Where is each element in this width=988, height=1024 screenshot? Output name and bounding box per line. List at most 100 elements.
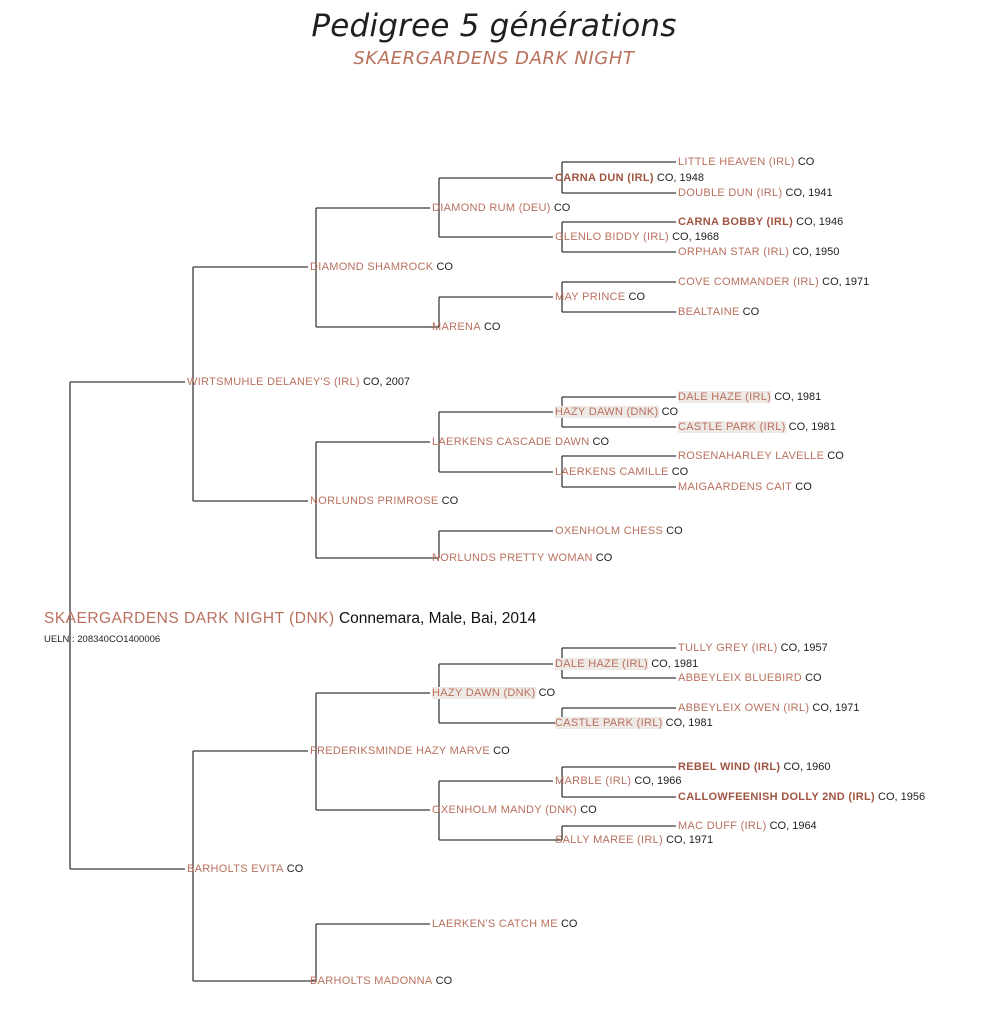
ancestor-detail: CO (666, 525, 683, 537)
ancestor-name: BARHOLTS EVITA (187, 863, 284, 875)
ancestor-detail: CO, 1966 (634, 775, 682, 787)
pedigree-node-g5j[interactable]: MAIGAARDENS CAIT CO (678, 480, 812, 494)
ancestor-detail: CO (493, 745, 510, 757)
ancestor-name: REBEL WIND (IRL) (678, 761, 781, 773)
ancestor-name: ABBEYLEIX BLUEBIRD (678, 672, 803, 684)
pedigree-node-g2dd[interactable]: BARHOLTS MADONNA CO (310, 974, 452, 988)
ancestor-detail: CO (661, 406, 679, 418)
pedigree-node-g1d[interactable]: BARHOLTS EVITA CO (187, 862, 303, 876)
ancestor-name: WIRTSMUHLE DELANEY'S (IRL) (187, 376, 360, 388)
ancestor-detail: CO (827, 450, 844, 462)
ancestor-detail: CO, 1946 (796, 216, 844, 228)
ancestor-name: LITTLE HEAVEN (IRL) (678, 156, 795, 168)
pedigree-node-g4e[interactable]: LAERKENS CAMILLE CO (555, 465, 688, 479)
pedigree-node-g4b[interactable]: GLENLO BIDDY (IRL) CO, 1968 (555, 230, 719, 244)
ancestor-name: ROSENAHARLEY LAVELLE (678, 450, 825, 462)
ancestor-name: MARENA (432, 321, 481, 333)
pedigree-node-g3e[interactable]: HAZY DAWN (DNK) CO (432, 686, 555, 700)
ancestor-name: LAERKENS CAMILLE (555, 466, 669, 478)
pedigree-node-g5l[interactable]: ABBEYLEIX BLUEBIRD CO (678, 671, 822, 685)
ancestor-name: HAZY DAWN (DNK) (432, 687, 536, 699)
page-subtitle: SKAERGARDENS DARK NIGHT (353, 48, 635, 69)
ancestor-detail: CO, 1971 (812, 702, 860, 714)
ancestor-detail: CO, 1957 (780, 642, 828, 654)
pedigree-node-g5p[interactable]: MAC DUFF (IRL) CO, 1964 (678, 819, 817, 833)
pedigree-node-g2ss[interactable]: DIAMOND SHAMROCK CO (310, 260, 453, 274)
ancestor-detail: CO, 1981 (788, 421, 836, 433)
ancestor-name: BEALTAINE (678, 306, 740, 318)
ancestor-detail: CO (742, 306, 760, 318)
subject-horse[interactable]: SKAERGARDENS DARK NIGHT (DNK) Connemara,… (44, 609, 536, 629)
ancestor-name: OXENHOLM MANDY (DNK) (432, 804, 578, 816)
pedigree-node-g2sd[interactable]: NORLUNDS PRIMROSE CO (310, 494, 458, 508)
ancestor-name: TULLY GREY (IRL) (678, 642, 778, 654)
ancestor-detail: CO (795, 481, 812, 493)
ancestor-detail: CO, 1964 (769, 820, 817, 832)
pedigree-node-g4f[interactable]: OXENHOLM CHESS CO (555, 524, 683, 538)
ancestor-detail: CO, 1968 (672, 231, 720, 243)
pedigree-node-g5k[interactable]: TULLY GREY (IRL) CO, 1957 (678, 641, 828, 655)
ancestor-name: BARHOLTS MADONNA (310, 975, 433, 987)
ancestor-detail: CO (595, 552, 613, 564)
pedigree-node-g5n[interactable]: REBEL WIND (IRL) CO, 1960 (678, 760, 831, 774)
ancestor-detail: CO (592, 436, 610, 448)
ancestor-detail: CO, 1941 (785, 187, 833, 199)
pedigree-node-g4c[interactable]: MAY PRINCE CO (555, 290, 645, 304)
ancestor-name: CASTLE PARK (IRL) (555, 717, 663, 729)
pedigree-node-g5f[interactable]: BEALTAINE CO (678, 305, 759, 319)
pedigree-node-g4j[interactable]: SALLY MAREE (IRL) CO, 1971 (555, 833, 713, 847)
pedigree-node-g5b[interactable]: DOUBLE DUN (IRL) CO, 1941 (678, 186, 833, 200)
pedigree-node-g1s[interactable]: WIRTSMUHLE DELANEY'S (IRL) CO, 2007 (187, 375, 410, 389)
ancestor-name: OXENHOLM CHESS (555, 525, 664, 537)
pedigree-node-g3g[interactable]: LAERKEN'S CATCH ME CO (432, 917, 577, 931)
ancestor-name: DOUBLE DUN (IRL) (678, 187, 783, 199)
pedigree-node-g3b[interactable]: MARENA CO (432, 320, 500, 334)
ancestor-detail: CO, 1981 (665, 717, 713, 729)
ancestor-detail: CO (580, 804, 597, 816)
ancestor-detail: CO (797, 156, 815, 168)
pedigree-node-g3c[interactable]: LAERKENS CASCADE DAWN CO (432, 435, 609, 449)
pedigree-node-g2ds[interactable]: FREDERIKSMINDE HAZY MARVE CO (310, 744, 510, 758)
page-title: Pedigree 5 générations (311, 8, 677, 44)
pedigree-node-g5i[interactable]: ROSENAHARLEY LAVELLE CO (678, 449, 844, 463)
ancestor-name: FREDERIKSMINDE HAZY MARVE (310, 745, 491, 757)
ancestor-detail: CO (435, 975, 453, 987)
pedigree-node-g5o[interactable]: CALLOWFEENISH DOLLY 2ND (IRL) CO, 1956 (678, 790, 925, 804)
ancestor-name: MAY PRINCE (555, 291, 626, 303)
ancestor-detail: CO, 1948 (656, 172, 704, 184)
pedigree-node-g3f[interactable]: OXENHOLM MANDY (DNK) CO (432, 803, 597, 817)
pedigree-node-g4i[interactable]: MARBLE (IRL) CO, 1966 (555, 774, 682, 788)
ancestor-detail: CO (628, 291, 646, 303)
ancestor-name: GLENLO BIDDY (IRL) (555, 231, 670, 243)
pedigree-node-g5c[interactable]: CARNA BOBBY (IRL) CO, 1946 (678, 215, 843, 229)
pedigree-node-g5d[interactable]: ORPHAN STAR (IRL) CO, 1950 (678, 245, 839, 259)
ancestor-detail: CO (538, 687, 556, 699)
pedigree-node-g4h[interactable]: CASTLE PARK (IRL) CO, 1981 (555, 716, 713, 730)
ancestor-name: MAC DUFF (IRL) (678, 820, 767, 832)
ancestor-name: DALE HAZE (IRL) (678, 391, 772, 403)
ancestor-name: CALLOWFEENISH DOLLY 2ND (IRL) (678, 791, 875, 803)
ancestor-name: CARNA BOBBY (IRL) (678, 216, 794, 228)
pedigree-node-g4a[interactable]: CARNA DUN (IRL) CO, 1948 (555, 171, 704, 185)
pedigree-node-g4g[interactable]: DALE HAZE (IRL) CO, 1981 (555, 657, 698, 671)
ancestor-detail: CO (436, 261, 453, 273)
ancestor-detail: CO, 1960 (783, 761, 831, 773)
ancestor-name: CASTLE PARK (IRL) (678, 421, 786, 433)
pedigree-node-g5m[interactable]: ABBEYLEIX OWEN (IRL) CO, 1971 (678, 701, 859, 715)
ancestor-detail: CO, 1950 (792, 246, 840, 258)
ancestor-name: COVE COMMANDER (IRL) (678, 276, 820, 288)
pedigree-node-g5e[interactable]: COVE COMMANDER (IRL) CO, 1971 (678, 275, 869, 289)
ancestor-detail: CO (286, 863, 304, 875)
ancestor-detail: CO (805, 672, 822, 684)
pedigree-node-g4d[interactable]: HAZY DAWN (DNK) CO (555, 405, 678, 419)
pedigree-node-g3a[interactable]: DIAMOND RUM (DEU) CO (432, 201, 570, 215)
pedigree-node-g5a[interactable]: LITTLE HEAVEN (IRL) CO (678, 155, 814, 169)
pedigree-node-g5h[interactable]: CASTLE PARK (IRL) CO, 1981 (678, 420, 836, 434)
pedigree-node-g3d[interactable]: NORLUNDS PRETTY WOMAN CO (432, 551, 612, 565)
ancestor-detail: CO (441, 495, 459, 507)
subject-horse-ueln: UELN : 208340CO1400006 (44, 634, 161, 645)
ancestor-detail: CO (671, 466, 689, 478)
pedigree-node-g5g[interactable]: DALE HAZE (IRL) CO, 1981 (678, 390, 821, 404)
subject-horse-details: Connemara, Male, Bai, 2014 (338, 610, 537, 627)
ancestor-detail: CO (483, 321, 501, 333)
